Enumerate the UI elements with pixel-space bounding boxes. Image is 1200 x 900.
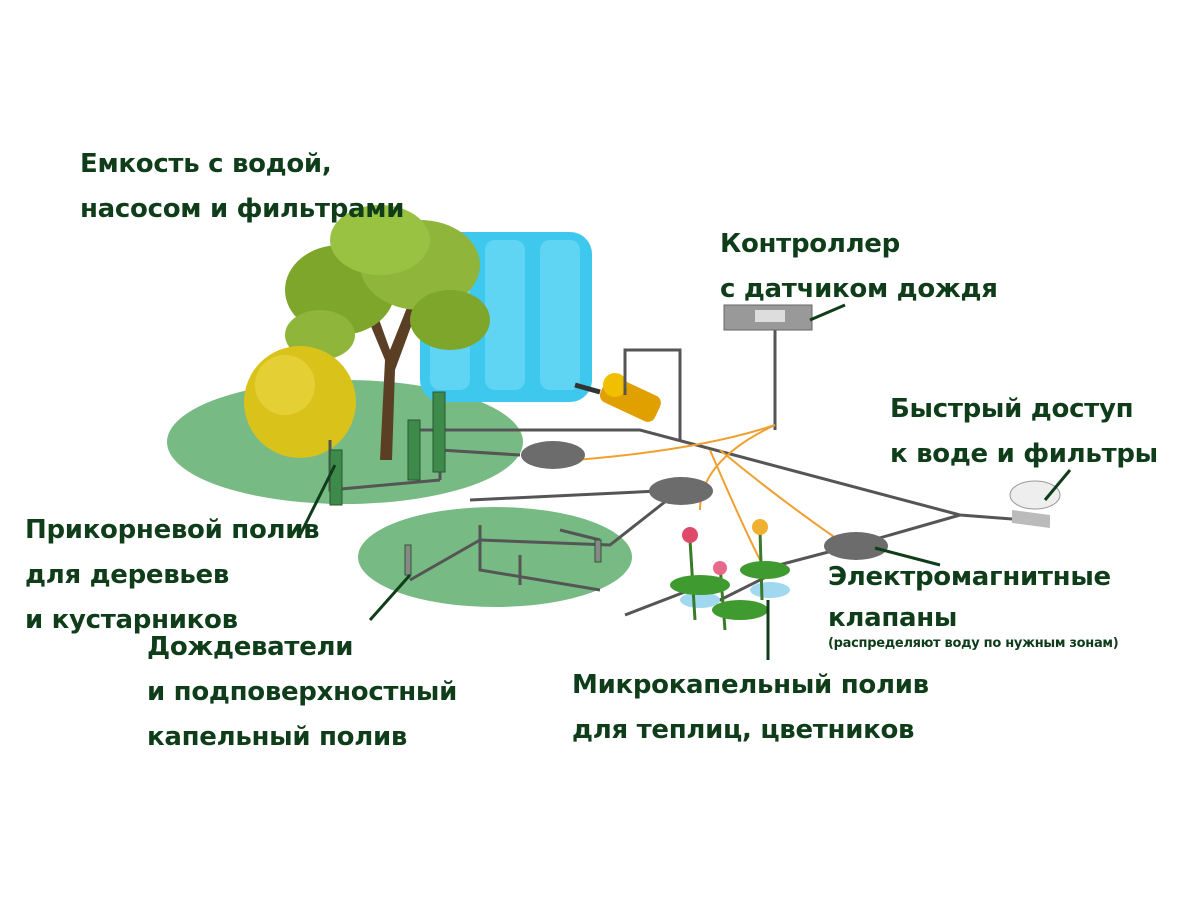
tree xyxy=(285,205,490,460)
label-quick-access: Быстрый доступ к воде и фильтры xyxy=(890,394,1158,469)
label-tank: Емкость с водой, насосом и фильтрами xyxy=(80,149,405,224)
controller xyxy=(723,304,813,331)
flowers xyxy=(670,519,790,631)
label-controller: Контроллер с датчиком дождя xyxy=(720,229,998,304)
lawn-sprinkler-zone xyxy=(358,507,632,607)
leader-lines xyxy=(298,303,1072,660)
label-sprinklers: Дождеватели и подповерхностный капельный… xyxy=(147,632,457,752)
pump xyxy=(574,373,661,422)
label-micro-drip: Микрокапельный полив для теплиц, цветник… xyxy=(572,670,929,745)
label-valves: Электромагнитные клапаны (распределяют в… xyxy=(828,562,1119,651)
filter-box xyxy=(1009,480,1061,528)
label-root-watering: Прикорневой полив для деревьев и кустарн… xyxy=(25,515,320,635)
solenoid-valves xyxy=(521,441,888,560)
valves-note: (распределяют воду по нужным зонам) xyxy=(828,636,1119,651)
root-stakes xyxy=(329,391,602,576)
